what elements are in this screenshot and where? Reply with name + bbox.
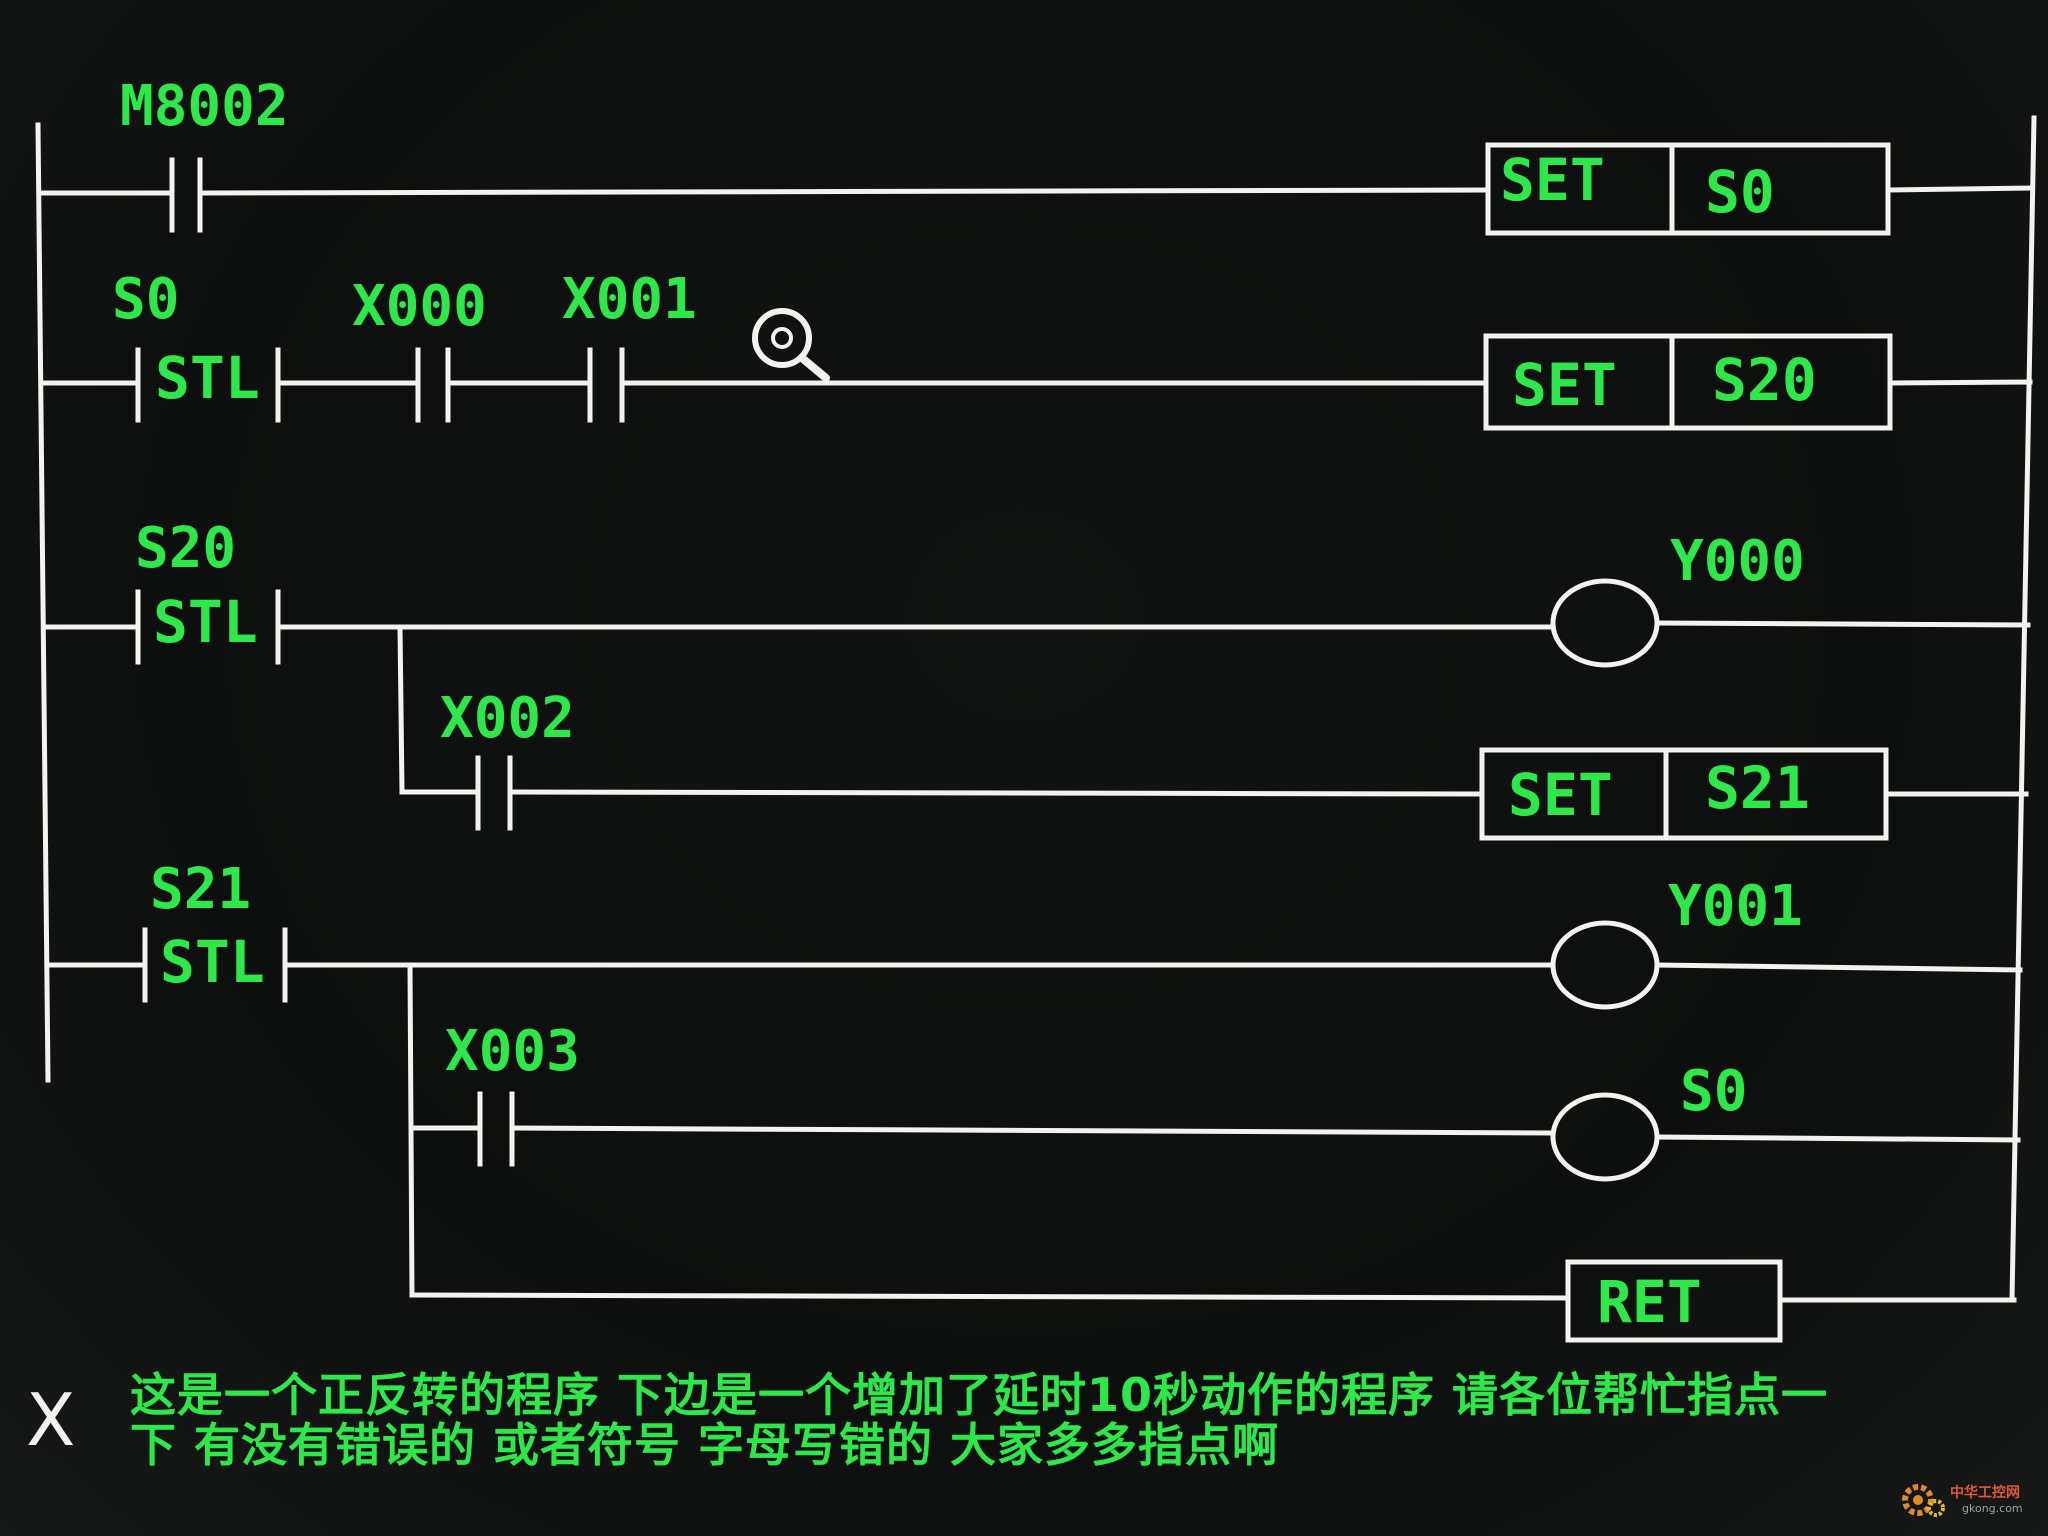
gear-logo-icon (1902, 1484, 1945, 1517)
caption-line-2: 下 有没有错误的 或者符号 字母写错的 大家多多指点啊 (130, 1418, 1280, 1472)
coil-y001-label: Y001 (1668, 874, 1803, 939)
coil-y000 (1550, 578, 1660, 668)
ret-op: RET (1597, 1268, 1702, 1336)
set-s0-op: SET (1500, 146, 1605, 214)
watermark: 中华工控网 gkong.com (1898, 1478, 2028, 1522)
coil-s0 (1550, 1092, 1660, 1182)
watermark-sub: gkong.com (1962, 1502, 2023, 1515)
rung-4: STL S21 Y001 X003 S0 RET (47, 857, 2023, 1343)
stl-s0-label: S0 (112, 267, 179, 332)
stl-s21-label: S21 (150, 857, 251, 922)
comment-caption: 这是一个正反转的程序 下边是一个增加了延时10秒动作的程序 请各位帮忙指点一 下… (130, 1370, 2010, 1470)
rung-1: M8002 SET S0 (37, 74, 2033, 236)
contact-m8002-label: M8002 (120, 74, 289, 139)
stl-s20-op: STL (153, 588, 258, 656)
coil-y000-label: Y000 (1670, 529, 1805, 594)
set-s21-op: SET (1508, 761, 1613, 829)
stl-s20-label: S20 (135, 516, 236, 581)
stl-s21-op: STL (160, 928, 265, 996)
zoom-cursor-icon[interactable] (752, 308, 830, 382)
ret-instruction: RET (1565, 1259, 1783, 1343)
rung-2: STL S0 X000 X001 SET S20 (39, 267, 2033, 431)
stl-s0-op: STL (155, 344, 260, 412)
set-s20-op: SET (1512, 351, 1617, 419)
close-icon[interactable]: X (26, 1378, 76, 1462)
right-power-rail (2009, 115, 2037, 1303)
rung-3: STL S20 Y000 X002 SET S21 (41, 516, 2031, 841)
set-s0-instruction: SET S0 (1485, 142, 1891, 236)
set-s21-instruction: SET S21 (1479, 747, 1889, 841)
caption-line-1: 这是一个正反转的程序 下边是一个增加了延时10秒动作的程序 请各位帮忙指点一 (130, 1368, 1829, 1422)
contact-x002-label: X002 (440, 686, 575, 751)
set-s20-instruction: SET S20 (1483, 333, 1893, 431)
coil-y001 (1550, 920, 1660, 1010)
contact-x000-label: X000 (352, 274, 487, 339)
set-s0-operand: S0 (1705, 158, 1775, 226)
set-s21-operand: S21 (1705, 754, 1810, 822)
contact-x003-label: X003 (445, 1019, 580, 1084)
coil-s0-label: S0 (1680, 1059, 1747, 1124)
watermark-text: 中华工控网 (1950, 1485, 2020, 1501)
set-s20-operand: S20 (1712, 346, 1817, 414)
left-power-rail (35, 122, 51, 1083)
contact-x001-label: X001 (562, 267, 697, 332)
